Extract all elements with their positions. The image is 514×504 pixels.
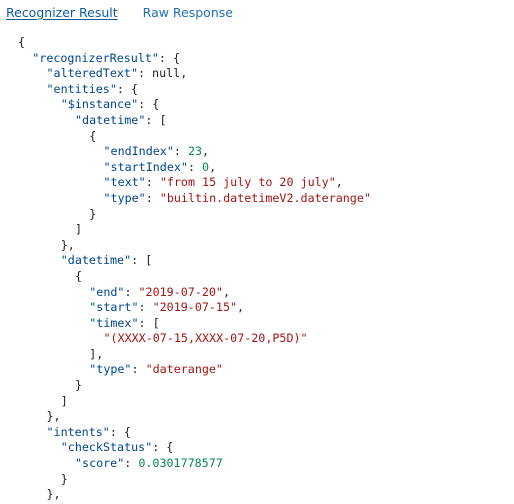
- json-punctuation: {: [18, 35, 26, 49]
- json-line: {: [0, 129, 514, 145]
- json-string: "from 15 july to 20 july": [159, 175, 336, 190]
- json-line: },: [0, 238, 514, 254]
- json-punctuation: : [: [131, 253, 153, 268]
- json-number: 0: [202, 159, 210, 174]
- json-string: "builtin.datetimeV2.daterange": [159, 190, 371, 205]
- json-punctuation: : {: [152, 440, 174, 455]
- json-punctuation: : {: [158, 50, 181, 65]
- json-line: {: [0, 35, 514, 51]
- json-key: "score": [75, 456, 125, 471]
- json-punctuation: ]: [75, 222, 83, 237]
- json-punctuation: : {: [116, 81, 138, 96]
- json-line: "recognizerResult": {: [0, 51, 514, 67]
- json-punctuation: : null,: [137, 66, 188, 81]
- json-line: "type": "builtin.datetimeV2.daterange": [0, 191, 514, 207]
- json-key: "$instance": [60, 97, 139, 112]
- json-punctuation: },: [60, 237, 75, 252]
- json-line: },: [0, 487, 514, 503]
- json-line: "entities": {: [0, 82, 514, 98]
- json-punctuation: : [: [145, 112, 167, 127]
- json-punctuation: ,: [209, 159, 217, 174]
- json-line: }: [0, 472, 514, 488]
- json-key: "start": [89, 300, 139, 315]
- json-line: "checkStatus": {: [0, 440, 514, 456]
- json-line: "datetime": [: [0, 113, 514, 129]
- json-key: "timex": [89, 315, 139, 330]
- json-line: "endIndex": 23,: [0, 144, 514, 160]
- json-key: "recognizerResult": [32, 50, 159, 65]
- json-line: {: [0, 269, 514, 285]
- json-punctuation: :: [145, 175, 160, 190]
- json-string: "2019-07-15": [152, 300, 238, 315]
- json-punctuation: : {: [138, 97, 160, 112]
- tab-recognizer-result[interactable]: Recognizer Result: [6, 5, 118, 20]
- json-line: ]: [0, 222, 514, 238]
- json-punctuation: ,: [237, 300, 245, 315]
- json-string: "(XXXX-07-15,XXXX-07-20,P5D)": [103, 331, 308, 346]
- json-line: "(XXXX-07-15,XXXX-07-20,P5D)": [0, 331, 514, 347]
- json-punctuation: ,: [335, 175, 343, 190]
- json-key: "type": [103, 190, 146, 205]
- json-punctuation: }: [75, 378, 83, 393]
- json-key: "type": [89, 362, 132, 377]
- json-key: "startIndex": [103, 159, 188, 174]
- json-key: "alteredText": [46, 66, 138, 81]
- json-punctuation: :: [145, 190, 160, 205]
- json-key: "text": [103, 175, 146, 190]
- json-key: "endIndex": [103, 144, 174, 159]
- json-punctuation: {: [75, 268, 83, 283]
- json-punctuation: }: [89, 206, 97, 221]
- json-line: "start": "2019-07-15",: [0, 300, 514, 316]
- json-key: "datetime": [75, 112, 146, 127]
- json-string: "daterange": [145, 362, 223, 377]
- tab-raw-response[interactable]: Raw Response: [142, 5, 233, 20]
- json-line: "$instance": {: [0, 97, 514, 113]
- json-punctuation: :: [124, 284, 139, 299]
- json-line: ]: [0, 394, 514, 410]
- json-punctuation: :: [138, 300, 153, 315]
- json-key: "checkStatus": [60, 440, 153, 455]
- json-punctuation: ],: [89, 346, 104, 361]
- json-number: 23: [187, 144, 203, 159]
- json-line: "timex": [: [0, 316, 514, 332]
- json-string: "2019-07-20": [138, 284, 223, 299]
- json-line: "end": "2019-07-20",: [0, 285, 514, 301]
- result-tabs: Recognizer Result Raw Response: [6, 5, 233, 23]
- json-key: "intents": [46, 424, 110, 439]
- json-punctuation: },: [46, 487, 61, 502]
- json-punctuation: ]: [60, 393, 68, 408]
- json-punctuation: :: [124, 456, 139, 471]
- json-line: "alteredText": null,: [0, 66, 514, 82]
- json-punctuation: ,: [202, 144, 210, 159]
- json-punctuation: :: [173, 144, 188, 159]
- json-line: "score": 0.0301778577: [0, 456, 514, 472]
- json-line: "startIndex": 0,: [0, 160, 514, 176]
- json-punctuation: },: [46, 409, 61, 424]
- json-line: "type": "daterange": [0, 362, 514, 378]
- json-punctuation: ,: [222, 284, 231, 299]
- json-line: "intents": {: [0, 425, 514, 441]
- json-line: },: [0, 409, 514, 425]
- json-punctuation: :: [131, 362, 146, 377]
- json-line: "datetime": [: [0, 253, 514, 269]
- json-punctuation: }: [60, 471, 68, 486]
- json-key: "end": [89, 284, 125, 299]
- json-punctuation: : {: [109, 424, 131, 439]
- json-punctuation: {: [89, 128, 97, 143]
- json-punctuation: : [: [138, 315, 160, 330]
- json-key: "entities": [46, 81, 117, 96]
- json-line: }: [0, 207, 514, 223]
- json-line: }: [0, 378, 514, 394]
- json-punctuation: :: [187, 159, 203, 174]
- json-line: "text": "from 15 july to 20 july",: [0, 175, 514, 191]
- json-key: "datetime": [60, 253, 132, 268]
- json-viewer: {"recognizerResult": {"alteredText": nul…: [0, 35, 514, 504]
- json-number: 0.0301778577: [138, 456, 223, 471]
- json-line: ],: [0, 347, 514, 363]
